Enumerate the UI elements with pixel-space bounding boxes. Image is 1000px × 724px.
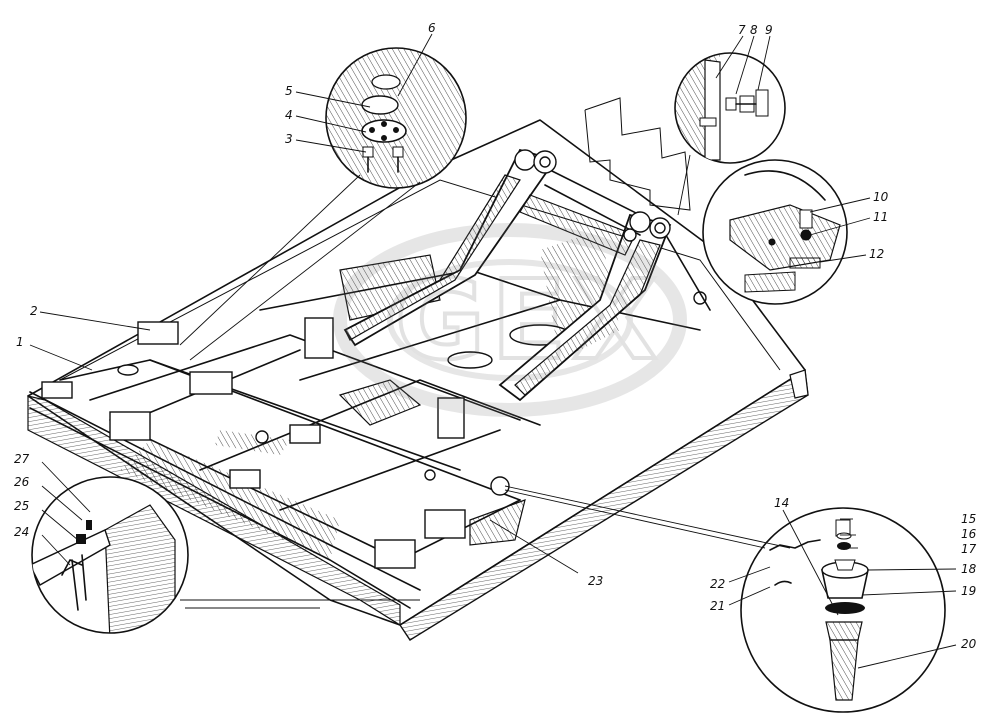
leader-lines [29, 33, 957, 669]
detail-circle-14-22 [504, 485, 946, 713]
callout-27: 27 [14, 452, 30, 466]
detail-circle-7-9 [674, 52, 786, 164]
callout-23: 23 [588, 574, 603, 588]
detail-circle-24-27 [31, 476, 420, 634]
callout-5: 5 [285, 84, 293, 98]
callout-1: 1 [16, 335, 24, 349]
callout-17: 17 [961, 542, 977, 556]
callout-7: 7 [738, 23, 746, 37]
watermark-logo: GEX [333, 223, 687, 417]
callout-26: 26 [14, 475, 30, 489]
callout-18: 18 [961, 562, 977, 576]
a-frame [343, 148, 711, 402]
callout-25: 25 [14, 499, 29, 513]
callout-2: 2 [30, 304, 38, 318]
callout-12: 12 [869, 247, 884, 261]
callout-4: 4 [285, 108, 293, 122]
svg-text:GEX: GEX [395, 256, 663, 384]
callout-20: 20 [961, 637, 977, 651]
callout-21: 21 [710, 599, 725, 613]
main-frame [27, 119, 809, 641]
callout-8: 8 [750, 23, 758, 37]
callout-9: 9 [765, 23, 773, 37]
callout-3: 3 [285, 132, 293, 146]
callout-11: 11 [873, 210, 888, 224]
callout-labels: 1 2 3 4 5 6 7 8 9 10 11 12 14 15 16 17 1… [14, 21, 977, 651]
detail-circle-10-12 [702, 159, 848, 305]
callout-19: 19 [961, 584, 976, 598]
callout-10: 10 [873, 190, 889, 204]
callout-14: 14 [774, 496, 789, 510]
callout-24: 24 [14, 525, 29, 539]
callout-15: 15 [961, 512, 976, 526]
detail-circle-3-6 [179, 47, 467, 361]
callout-16: 16 [961, 527, 977, 541]
callout-22: 22 [710, 577, 725, 591]
panel-outline [584, 97, 691, 211]
callout-6: 6 [428, 21, 436, 35]
